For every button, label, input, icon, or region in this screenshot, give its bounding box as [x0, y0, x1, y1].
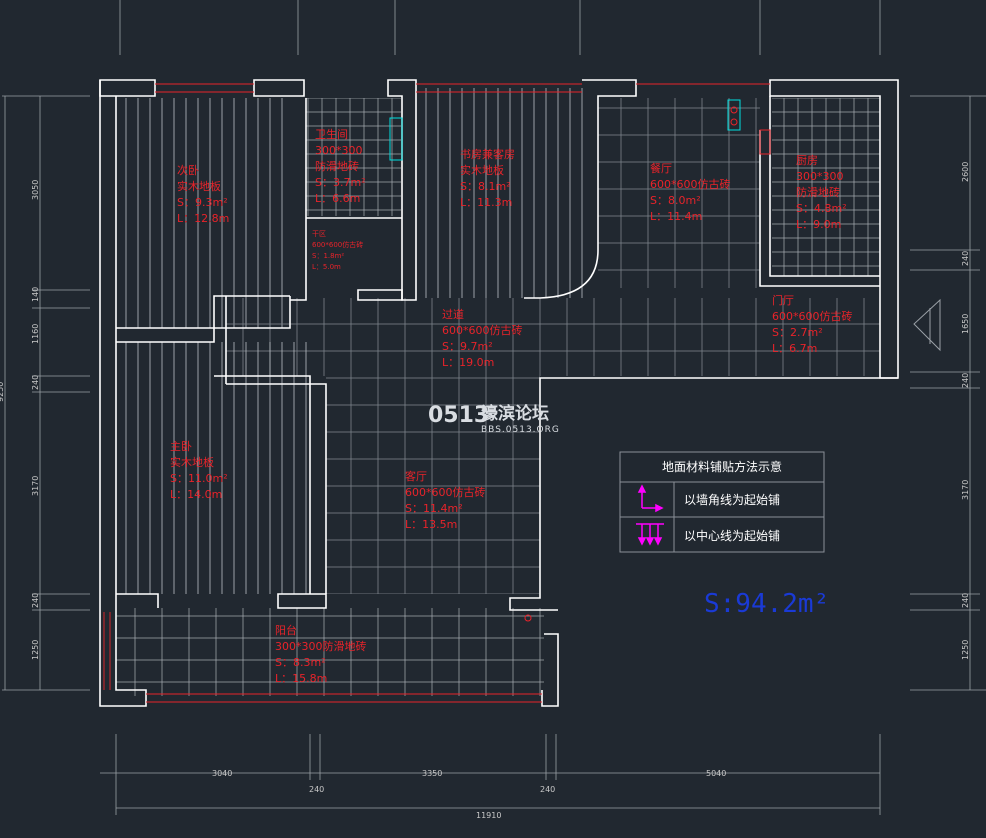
right-dimensions: 2600 240 1650 240 3170 240 1250 — [910, 95, 986, 691]
legend-title: 地面材料铺贴方法示意 — [662, 459, 782, 474]
floor-patterns — [116, 88, 880, 696]
master-name: 主卧 — [170, 440, 192, 453]
dry-area-area: S：1.8m² — [312, 252, 344, 260]
study-area: S：8.1m² — [460, 180, 511, 193]
balcony-name: 阳台 — [275, 623, 297, 637]
dining-floor — [598, 98, 760, 288]
master-floor — [118, 342, 310, 594]
study-name: 书房兼客房 — [460, 147, 515, 161]
dining-area: S：8.0m² — [650, 194, 701, 207]
dim-bottom-w2: 240 — [540, 785, 555, 794]
dim-left-1: 3050 — [31, 180, 40, 200]
dry-area-perimeter: L：5.0m — [312, 263, 341, 271]
dim-bottom-1: 3040 — [212, 769, 232, 778]
watermark: 0513 濠滨论坛 BBS.0513.ORG — [428, 403, 560, 435]
legend-item2: 以中心线为起始铺 — [684, 528, 780, 543]
living-area: S：11.4m² — [405, 502, 463, 515]
kitchen-name: 厨房 — [796, 154, 818, 167]
foyer-perimeter: L：6.7m — [772, 342, 817, 355]
bathroom-area: S：3.7m² — [315, 176, 366, 189]
living-material: 600*600仿古砖 — [405, 485, 486, 499]
dim-left-2: 140 — [31, 287, 40, 302]
balcony-perimeter: L：15.8m — [275, 672, 327, 685]
foyer-material: 600*600仿古砖 — [772, 309, 853, 323]
legend-item1: 以墙角线为起始铺 — [684, 493, 780, 507]
dim-left-3: 1160 — [31, 324, 40, 344]
foyer-name: 门厅 — [772, 293, 794, 307]
master-area: S：11.0m² — [170, 472, 228, 485]
walls — [99, 79, 899, 707]
dim-left-7: 1250 — [31, 640, 40, 660]
watermark-site-name: 濠滨论坛 — [481, 403, 549, 424]
dim-bottom-2: 3350 — [422, 769, 442, 778]
bathroom-material: 防滑地砖 — [315, 159, 359, 173]
kitchen-material: 防滑地砖 — [796, 185, 840, 199]
entrance-arrow-icon — [913, 298, 941, 352]
study-perimeter: L：11.3m — [460, 196, 512, 209]
study-material: 实木地板 — [460, 163, 504, 177]
top-dimension-lines — [119, 0, 881, 55]
dim-right-7: 1250 — [961, 640, 970, 660]
watermark-site-url: BBS.0513.ORG — [481, 425, 560, 435]
bedroom2-perimeter: L：12.8m — [177, 212, 229, 225]
dining-perimeter: L：11.4m — [650, 210, 702, 223]
bathroom-name: 卫生间 — [315, 127, 348, 141]
left-dimensions: 3050 140 1160 240 3170 240 1250 9250 — [0, 95, 90, 691]
bathroom-perimeter: L：6.6m — [315, 192, 360, 205]
legend: 地面材料铺贴方法示意 以墙角线为起始铺 以中心线为起始铺 — [619, 451, 825, 553]
corridor-material: 600*600仿古砖 — [442, 323, 523, 337]
fixtures — [389, 99, 771, 622]
dim-left-total: 9250 — [0, 382, 5, 402]
dim-right-3: 1650 — [961, 314, 970, 334]
room-labels: 次卧 实木地板 S：9.3m² L：12.8m 卫生间 300*300 防滑地砖… — [170, 127, 853, 685]
bathroom-floor — [306, 98, 401, 216]
living-floor — [326, 376, 540, 594]
center-start-icon — [636, 523, 664, 546]
dim-right-2: 240 — [961, 251, 970, 266]
dim-left-5: 3170 — [31, 476, 40, 496]
corridor-name: 过道 — [442, 307, 464, 321]
corridor-floor — [226, 298, 880, 376]
kitchen-floor — [772, 98, 880, 276]
dry-area-name: 干区 — [312, 230, 326, 238]
kitchen-size: 300*300 — [796, 170, 844, 183]
study-floor — [420, 88, 588, 298]
dim-right-1: 2600 — [961, 162, 970, 182]
dim-right-6: 240 — [961, 593, 970, 608]
bathroom-size: 300*300 — [315, 144, 363, 157]
balcony-material: 300*300防滑地砖 — [275, 639, 367, 653]
kitchen-area: S：4.8m² — [796, 202, 847, 215]
bedroom2-area: S：9.3m² — [177, 196, 228, 209]
bottom-dimensions: 3040 3350 5040 240 240 11910 — [100, 734, 881, 820]
dim-bottom-3: 5040 — [706, 769, 726, 778]
foyer-area: S：2.7m² — [772, 326, 823, 339]
dim-bottom-total: 11910 — [476, 811, 501, 820]
living-name: 客厅 — [405, 469, 427, 483]
corridor-area: S：9.7m² — [442, 340, 493, 353]
total-area: S:94.2m² — [704, 589, 829, 619]
kitchen-perimeter: L：9.0m — [796, 218, 841, 231]
living-perimeter: L：13.5m — [405, 518, 457, 531]
master-perimeter: L：14.0m — [170, 488, 222, 501]
corridor-perimeter: L：19.0m — [442, 356, 494, 369]
dining-material: 600*600仿古砖 — [650, 177, 731, 191]
dim-right-4: 240 — [961, 373, 970, 388]
bedroom2-floor — [118, 98, 290, 328]
bedroom2-name: 次卧 — [177, 163, 199, 177]
watermark-logo: 0513 — [428, 403, 489, 428]
balcony-floor — [116, 608, 544, 696]
dim-left-4: 240 — [31, 375, 40, 390]
corner-start-icon — [637, 484, 664, 513]
balcony-area: S：8.3m² — [275, 656, 326, 669]
dry-area-material: 600*600仿古砖 — [312, 240, 363, 249]
master-material: 实木地板 — [170, 455, 214, 469]
dining-name: 餐厅 — [650, 161, 672, 175]
dim-bottom-w1: 240 — [309, 785, 324, 794]
windows — [103, 83, 770, 703]
bedroom2-material: 实木地板 — [177, 179, 221, 193]
dim-right-5: 3170 — [961, 480, 970, 500]
dim-left-6: 240 — [31, 593, 40, 608]
